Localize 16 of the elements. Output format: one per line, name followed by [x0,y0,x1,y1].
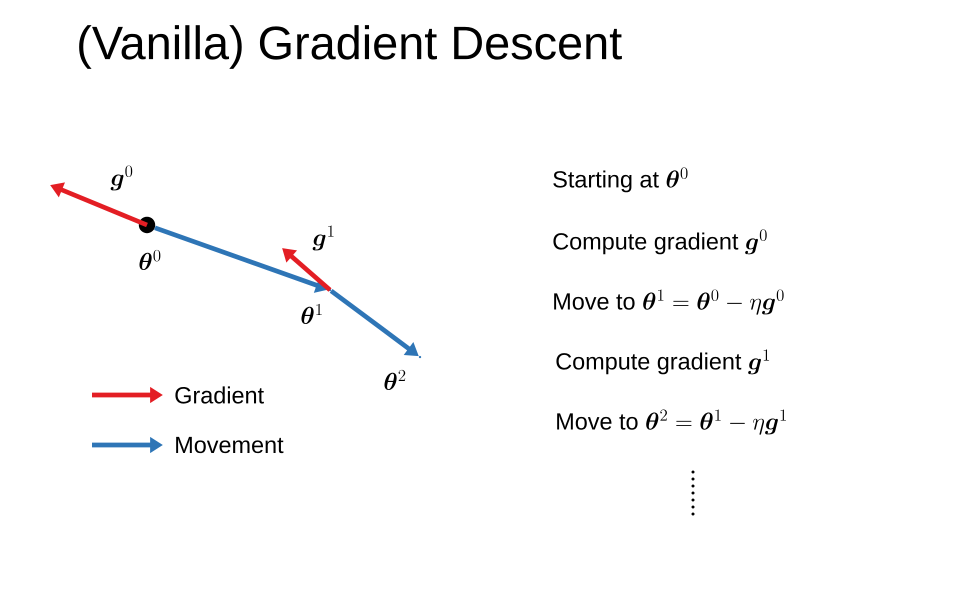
point-label: $\boldsymbol{\theta}^{1}$ [302,304,322,324]
point-label: $\boldsymbol{\theta}^{0}$ [139,250,160,270]
step-text: Starting at $\boldsymbol{\theta}^{0}$ [553,167,688,192]
edge-label: $\boldsymbol{g}^{1}$ [311,224,337,252]
step-text: Move to $\boldsymbol{\theta}^{2}=\boldsymbol{\theta}^{1}-\eta\boldsymbol{g}^{1}$ [557,409,786,435]
legend-label: Movement [176,436,284,454]
step-text: Move to $\boldsymbol{\theta}^{1}=\boldsymbol{\theta}^{0}-\eta\boldsymbol{g}^{0}$ [554,289,784,315]
step-text: Compute gradient $\boldsymbol{g}^{0}$ [553,229,767,254]
point-marker [328,288,332,292]
point-dot [138,216,156,234]
point-marker [418,356,422,358]
legend-label: Gradient [175,386,264,404]
edge-label: $\boldsymbol{g}^{0}$ [109,164,135,192]
title: (Vanilla) Gradient Descent [79,25,622,69]
step-text: Compute gradient $\boldsymbol{g}^{1}$ [556,349,770,374]
point-label: $\boldsymbol{\theta}^{2}$ [384,370,406,390]
